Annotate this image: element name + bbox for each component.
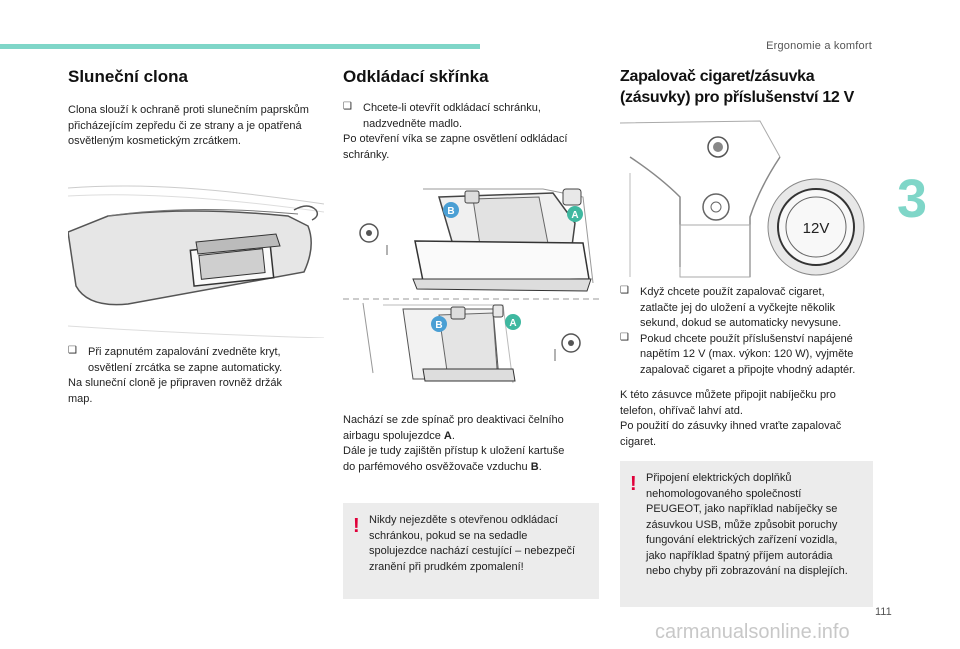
lighter-bullet1-line3: sekund, dokud se automaticky nevysune. bbox=[640, 317, 842, 329]
lighter-para-1: K této zásuvce můžete připojit nabíječku… bbox=[620, 389, 836, 401]
lighter-warning-1: Připojení elektrických doplňků bbox=[646, 472, 792, 484]
glovebox-warning-2: schránkou, pokud se na sedadle bbox=[369, 529, 528, 542]
sun-visor-illustration bbox=[68, 185, 324, 338]
glovebox-after-1: Po otevření víka se zapne osvětlení odkl… bbox=[343, 133, 568, 145]
lighter-bullet-1: ❑ Když chcete použít zapalovač cigaret, … bbox=[620, 285, 885, 332]
glovebox-text1-line1: Nachází se zde spínač pro deaktivaci čel… bbox=[343, 414, 564, 426]
lighter-warning-7: nebo chyby při zobrazování na displejích… bbox=[646, 565, 848, 577]
glovebox-illustration: B A B A bbox=[343, 188, 599, 384]
lighter-bullet2-line1: Pokud chcete použít příslušenství napáje… bbox=[640, 332, 853, 345]
glovebox-text1-line2-span: airbagu spolujezdce bbox=[343, 429, 441, 442]
lighter-para-4: cigaret. bbox=[620, 435, 657, 448]
glovebox-warning-4: zranění při prudkém zpomalení! bbox=[369, 560, 524, 573]
label-a-text-2: A bbox=[509, 318, 516, 329]
lighter-bullet2-line3: zapalovač cigaret a připojte vhodný adap… bbox=[640, 363, 856, 376]
glovebox-after-2: schránky. bbox=[343, 148, 390, 161]
bullet-checkbox-icon: ❑ bbox=[343, 101, 352, 112]
lighter-para-3: Po použití do zásuvky ihned vraťte zapal… bbox=[620, 420, 842, 432]
socket-12v-label: 12V bbox=[803, 220, 830, 237]
label-a-marker-2 bbox=[505, 314, 521, 330]
lighter-bullet1-line1: Když chcete použít zapalovač cigaret, bbox=[640, 286, 825, 298]
lighter-title-2: (zásuvky) pro příslušenství 12 V bbox=[620, 89, 855, 106]
lighter-bullet1-line2: zatlačte jej do uložení a vyčkejte někol… bbox=[640, 301, 836, 314]
warning-icon: ! bbox=[630, 473, 637, 495]
glovebox-text1-bold: A bbox=[443, 429, 452, 442]
watermark: carmanualsonline.info bbox=[655, 621, 850, 643]
header-accent-bar bbox=[0, 44, 480, 49]
bullet-checkbox-icon: ❑ bbox=[68, 345, 77, 356]
sun-visor-title: Sluneční clona bbox=[68, 67, 188, 86]
lighter-bullet2-line2: napětím 12 V (max. výkon: 120 W), vyjmět… bbox=[640, 348, 854, 360]
lighter-title-1: Zapalovač cigaret/zásuvka bbox=[620, 68, 815, 85]
warning-icon: ! bbox=[353, 515, 360, 537]
sun-visor-intro-2: přicházejícím zepředu či ze strany a je … bbox=[68, 119, 302, 132]
page-number: 111 bbox=[875, 606, 892, 618]
lighter-paragraph: K této zásuvce můžete připojit nabíječku… bbox=[620, 388, 885, 450]
lighter-warning-6: jako například špatný příjem autorádia bbox=[646, 549, 833, 562]
bullet-checkbox-icon: ❑ bbox=[620, 331, 629, 343]
lighter-instructions: ❑ Když chcete použít zapalovač cigaret, … bbox=[620, 285, 885, 450]
label-a-text: A bbox=[571, 210, 578, 221]
sun-visor-intro-1: Clona slouží k ochraně proti slunečním p… bbox=[68, 104, 309, 116]
lighter-warning-5: fungování elektrických zařízení vozidla, bbox=[646, 534, 838, 546]
cigarette-lighter-section: Zapalovač cigaret/zásuvka (zásuvky) pro … bbox=[620, 66, 880, 108]
sun-visor-bullet: ❑ Při zapnutém zapalování zvedněte kryt,… bbox=[68, 345, 328, 376]
glovebox-warning-1: Nikdy nejezděte s otevřenou odkládací bbox=[369, 514, 558, 526]
label-b-text-2: B bbox=[435, 320, 442, 331]
glovebox-section: Odkládací skřínka ❑ Chcete-li otevřít od… bbox=[343, 66, 603, 163]
glovebox-airbag-text: Nachází se zde spínač pro deaktivaci čel… bbox=[343, 413, 603, 475]
section-title: Ergonomie a komfort bbox=[766, 40, 872, 52]
glovebox-text2-bold: B bbox=[530, 460, 539, 473]
glovebox-bullet-2: nadzvedněte madlo. bbox=[363, 117, 463, 130]
glovebox-bullet-1: Chcete-li otevřít odkládací schránku, bbox=[363, 102, 541, 114]
chapter-number: 3 bbox=[897, 169, 928, 229]
sun-visor-bullet-2: osvětlení zrcátka se zapne automaticky. bbox=[88, 361, 283, 374]
bullet-checkbox-icon: ❑ bbox=[620, 285, 629, 296]
glovebox-text2-line2-span: do parfémového osvěžovače vzduchu bbox=[343, 460, 528, 473]
lighter-warning-box: ! Připojení elektrických doplňků nehomol… bbox=[620, 461, 873, 607]
sun-visor-intro-3: osvětleným kosmetickým zrcátkem. bbox=[68, 135, 241, 147]
label-b-marker-2 bbox=[431, 316, 447, 332]
sun-visor-section: Sluneční clona Clona slouží k ochraně pr… bbox=[68, 66, 328, 150]
sun-visor-note-1: Na sluneční cloně je připraven rovněž dr… bbox=[68, 377, 283, 389]
glovebox-warning-3: spolujezdce nachází cestující – nebezpeč… bbox=[369, 545, 576, 557]
sun-visor-bullet-1: Při zapnutém zapalování zvedněte kryt, bbox=[88, 346, 281, 358]
label-b-text: B bbox=[447, 206, 454, 217]
glovebox-bullet: ❑ Chcete-li otevřít odkládací schránku, … bbox=[343, 101, 603, 132]
glovebox-title: Odkládací skřínka bbox=[343, 67, 489, 86]
lighter-bullet-2: ❑ Pokud chcete použít příslušenství napá… bbox=[620, 332, 885, 379]
sun-visor-details: ❑ Při zapnutém zapalování zvedněte kryt,… bbox=[68, 345, 328, 407]
glovebox-text2-line1: Dále je tudy zajištěn přístup k uložení … bbox=[343, 445, 565, 457]
lighter-warning-3: PEUGEOT, jako například nabíječky se bbox=[646, 503, 838, 515]
lighter-warning-4: zásuvkou USB, může způsobit poruchy bbox=[646, 518, 838, 531]
label-a-marker bbox=[567, 206, 583, 222]
sun-visor-note-2: map. bbox=[68, 392, 93, 405]
glovebox-warning-box: ! Nikdy nejezděte s otevřenou odkládací … bbox=[343, 503, 599, 599]
lighter-illustration: 12V bbox=[620, 120, 865, 278]
glovebox-text2-line2: do parfémového osvěžovače vzduchu B. bbox=[343, 460, 542, 473]
label-b-marker bbox=[443, 202, 459, 218]
lighter-warning-2: nehomologovaného společností bbox=[646, 487, 802, 500]
lighter-para-2: telefon, ohřívač lahví atd. bbox=[620, 404, 743, 417]
glovebox-text1-line2: airbagu spolujezdce A. bbox=[343, 429, 455, 442]
